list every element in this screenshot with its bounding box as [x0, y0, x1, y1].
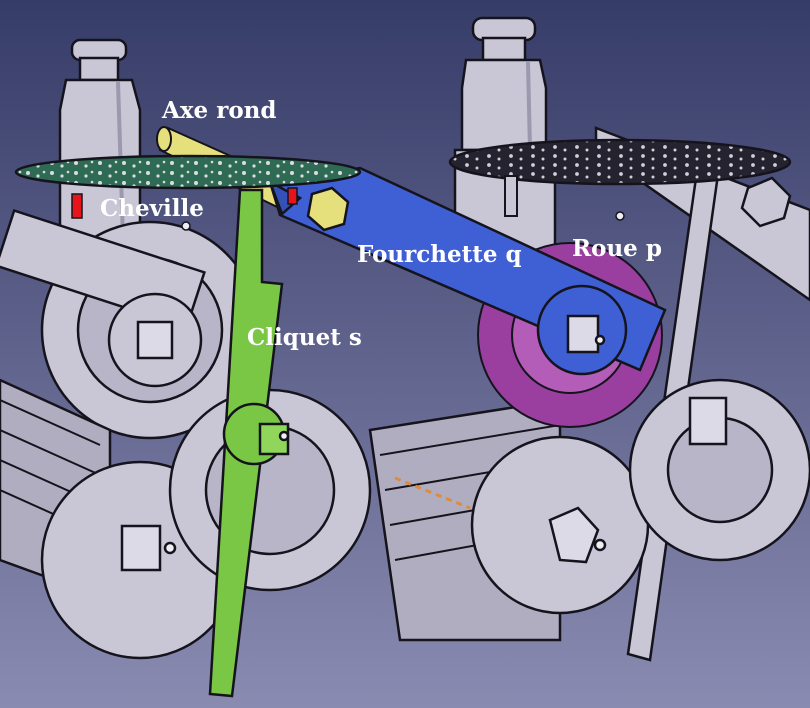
label-cheville: Cheville [100, 195, 204, 222]
small-screw [181, 221, 191, 231]
right-disc [448, 138, 792, 186]
right-disc-shaft [504, 175, 518, 217]
left-disc [14, 154, 362, 190]
small-screw-2 [615, 211, 625, 221]
label-roue-p: Roue p [572, 235, 662, 262]
right-lower-drum [368, 398, 650, 642]
label-axe-rond: Axe rond [162, 97, 277, 124]
label-cliquet-s: Cliquet s [247, 324, 362, 351]
label-fourchette-q: Fourchette q [357, 241, 522, 268]
cheville-pin [71, 193, 83, 219]
right-gear [628, 378, 810, 562]
cliquet-s-pawl [208, 188, 290, 698]
left-upper-gear [0, 208, 260, 440]
cheville-pin-2 [287, 187, 298, 205]
fourchette-q-arm [267, 166, 667, 376]
